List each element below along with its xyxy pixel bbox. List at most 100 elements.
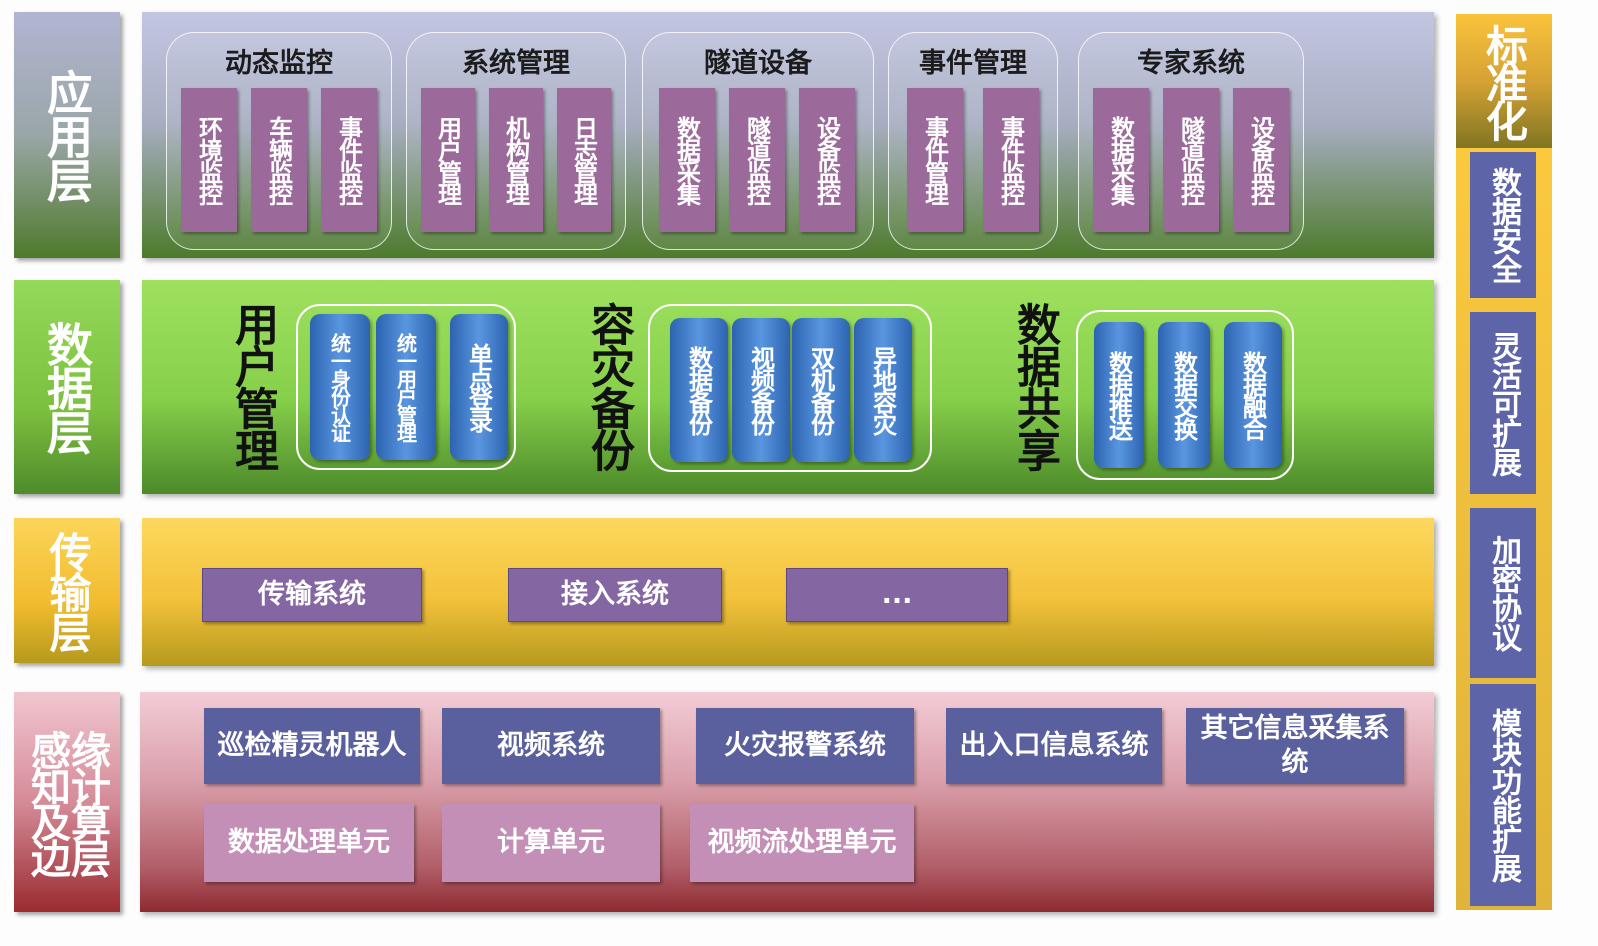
app-item[interactable]: 用户管理 — [421, 88, 475, 232]
app-item[interactable]: 事件管理 — [907, 88, 963, 232]
data-item-label: 单点登录 — [464, 343, 493, 431]
app-item-label: 设备监控 — [812, 116, 841, 204]
group-title: 系统管理 — [462, 48, 570, 79]
data-item-label: 双机备份 — [806, 346, 835, 434]
data-item-label: 统一用户管理 — [393, 333, 418, 441]
edge-item-fire-alarm-system[interactable]: 火灾报警系统 — [696, 708, 914, 784]
edge-item-video-stream-unit[interactable]: 视频流处理单元 — [690, 804, 914, 882]
data-item-label: 数据备份 — [684, 346, 713, 434]
app-item-label: 事件管理 — [920, 116, 949, 204]
data-item[interactable]: 统一身份认证 — [310, 314, 370, 460]
app-group-dynamic-monitoring: 动态监控 环境监控 车辆监控 事件监控 — [166, 32, 392, 250]
right-item-module-function-extension[interactable]: 模块功能扩展 — [1470, 684, 1536, 906]
app-item[interactable]: 数据采集 — [659, 88, 715, 232]
right-item-label: 灵活可扩展 — [1486, 330, 1521, 476]
group-title: 动态监控 — [225, 48, 333, 79]
edge-item-label: 火灾报警系统 — [724, 730, 886, 762]
transport-item-transmission-system[interactable]: 传输系统 — [202, 568, 422, 622]
transport-item-label: ... — [881, 579, 913, 611]
app-item-label: 隧道监控 — [742, 116, 771, 204]
app-item-label: 日志管理 — [569, 116, 598, 204]
transport-item-access-system[interactable]: 接入系统 — [508, 568, 722, 622]
app-item-label: 事件监控 — [996, 116, 1025, 204]
data-group-title-user-management: 用户管理 — [222, 296, 282, 476]
app-item-label: 数据采集 — [672, 116, 701, 204]
data-group-disaster-backup: 数据备份 视频备份 双机备份 异地容灾 — [648, 304, 932, 472]
data-group-title-text: 容灾备份 — [583, 302, 634, 470]
app-item[interactable]: 事件监控 — [983, 88, 1039, 232]
data-group-title-disaster-backup: 容灾备份 — [578, 296, 638, 476]
edge-item-label: 出入口信息系统 — [959, 730, 1149, 762]
group-title: 隧道设备 — [704, 48, 812, 79]
app-group-tunnel-equipment: 隧道设备 数据采集 隧道监控 设备监控 — [642, 32, 874, 250]
data-item[interactable]: 数据备份 — [670, 318, 728, 462]
standardization-header: 标准化 — [1456, 14, 1552, 148]
data-item-label: 视频备份 — [746, 346, 775, 434]
app-item-label: 环境监控 — [194, 116, 223, 204]
edge-item-label: 视频流处理单元 — [707, 827, 897, 859]
edge-layer-text-col1: 感知及边 — [24, 730, 70, 874]
data-item-label: 异地容灾 — [868, 346, 897, 434]
edge-item-other-info-system[interactable]: 其它信息采集系统 — [1186, 708, 1404, 784]
edge-item-entrance-info-system[interactable]: 出入口信息系统 — [946, 708, 1162, 784]
app-item[interactable]: 机构管理 — [489, 88, 543, 232]
data-item[interactable]: 数据交换 — [1158, 322, 1210, 468]
edge-item-label: 计算单元 — [497, 827, 605, 859]
data-item[interactable]: 双机备份 — [792, 318, 850, 462]
data-item[interactable]: 单点登录 — [450, 314, 508, 460]
data-item[interactable]: 异地容灾 — [854, 318, 912, 462]
data-item[interactable]: 视频备份 — [732, 318, 790, 462]
app-item[interactable]: 事件监控 — [321, 88, 377, 232]
app-item[interactable]: 设备监控 — [1233, 88, 1289, 232]
data-item-label: 统一身份认证 — [327, 333, 352, 441]
edge-layer-text-col2: 缘计算层 — [64, 730, 110, 874]
app-item-label: 数据采集 — [1106, 116, 1135, 204]
app-item[interactable]: 数据采集 — [1093, 88, 1149, 232]
edge-layer-label: 感知及边 缘计算层 — [14, 692, 120, 912]
edge-item-video-system[interactable]: 视频系统 — [442, 708, 660, 784]
right-item-data-security[interactable]: 数据安全 — [1470, 152, 1536, 298]
app-group-expert-system: 专家系统 数据采集 隧道监控 设备监控 — [1078, 32, 1304, 250]
right-item-label: 加密协议 — [1486, 535, 1521, 651]
app-group-event-management: 事件管理 事件管理 事件监控 — [888, 32, 1058, 250]
app-item[interactable]: 车辆监控 — [251, 88, 307, 232]
app-item-label: 设备监控 — [1246, 116, 1275, 204]
app-item[interactable]: 隧道监控 — [729, 88, 785, 232]
app-item-label: 事件监控 — [334, 116, 363, 204]
data-layer-label: 数据层 — [14, 280, 120, 494]
edge-item-computing-unit[interactable]: 计算单元 — [442, 804, 660, 882]
data-group-title-data-sharing: 数据共享 — [1004, 296, 1064, 476]
data-group-title-text: 数据共享 — [1009, 302, 1060, 470]
data-item[interactable]: 数据融合 — [1224, 322, 1282, 468]
edge-item-data-processing-unit[interactable]: 数据处理单元 — [204, 804, 414, 882]
right-item-label: 数据安全 — [1486, 167, 1521, 283]
transport-item-label: 接入系统 — [561, 579, 669, 611]
app-item-label: 车辆监控 — [264, 116, 293, 204]
transport-layer-text: 传输层 — [43, 530, 92, 651]
transport-item-label: 传输系统 — [258, 579, 366, 611]
app-item-label: 机构管理 — [501, 116, 530, 204]
right-item-label: 模块功能扩展 — [1486, 708, 1521, 882]
edge-item-inspection-robot[interactable]: 巡检精灵机器人 — [204, 708, 420, 784]
transport-item-more[interactable]: ... — [786, 568, 1008, 622]
app-item[interactable]: 隧道监控 — [1163, 88, 1219, 232]
app-item-label: 隧道监控 — [1176, 116, 1205, 204]
app-item[interactable]: 环境监控 — [181, 88, 237, 232]
data-item-label: 数据融合 — [1238, 351, 1267, 439]
data-item[interactable]: 数据推送 — [1094, 322, 1144, 468]
transport-layer-label: 传输层 — [14, 518, 120, 663]
app-item[interactable]: 设备监控 — [799, 88, 855, 232]
edge-item-label: 其它信息采集系统 — [1200, 713, 1390, 778]
right-item-encryption-protocol[interactable]: 加密协议 — [1470, 508, 1536, 678]
standardization-title: 标准化 — [1479, 24, 1529, 138]
data-group-data-sharing: 数据推送 数据交换 数据融合 — [1076, 310, 1294, 480]
app-item[interactable]: 日志管理 — [557, 88, 611, 232]
data-item-label: 数据推送 — [1104, 351, 1133, 439]
right-item-flexible-extensible[interactable]: 灵活可扩展 — [1470, 312, 1536, 494]
group-title: 专家系统 — [1137, 48, 1245, 79]
edge-item-label: 巡检精灵机器人 — [217, 730, 407, 762]
data-group-title-text: 用户管理 — [227, 302, 278, 470]
data-item-label: 数据交换 — [1169, 351, 1198, 439]
edge-item-label: 视频系统 — [497, 730, 605, 762]
data-item[interactable]: 统一用户管理 — [376, 314, 436, 460]
